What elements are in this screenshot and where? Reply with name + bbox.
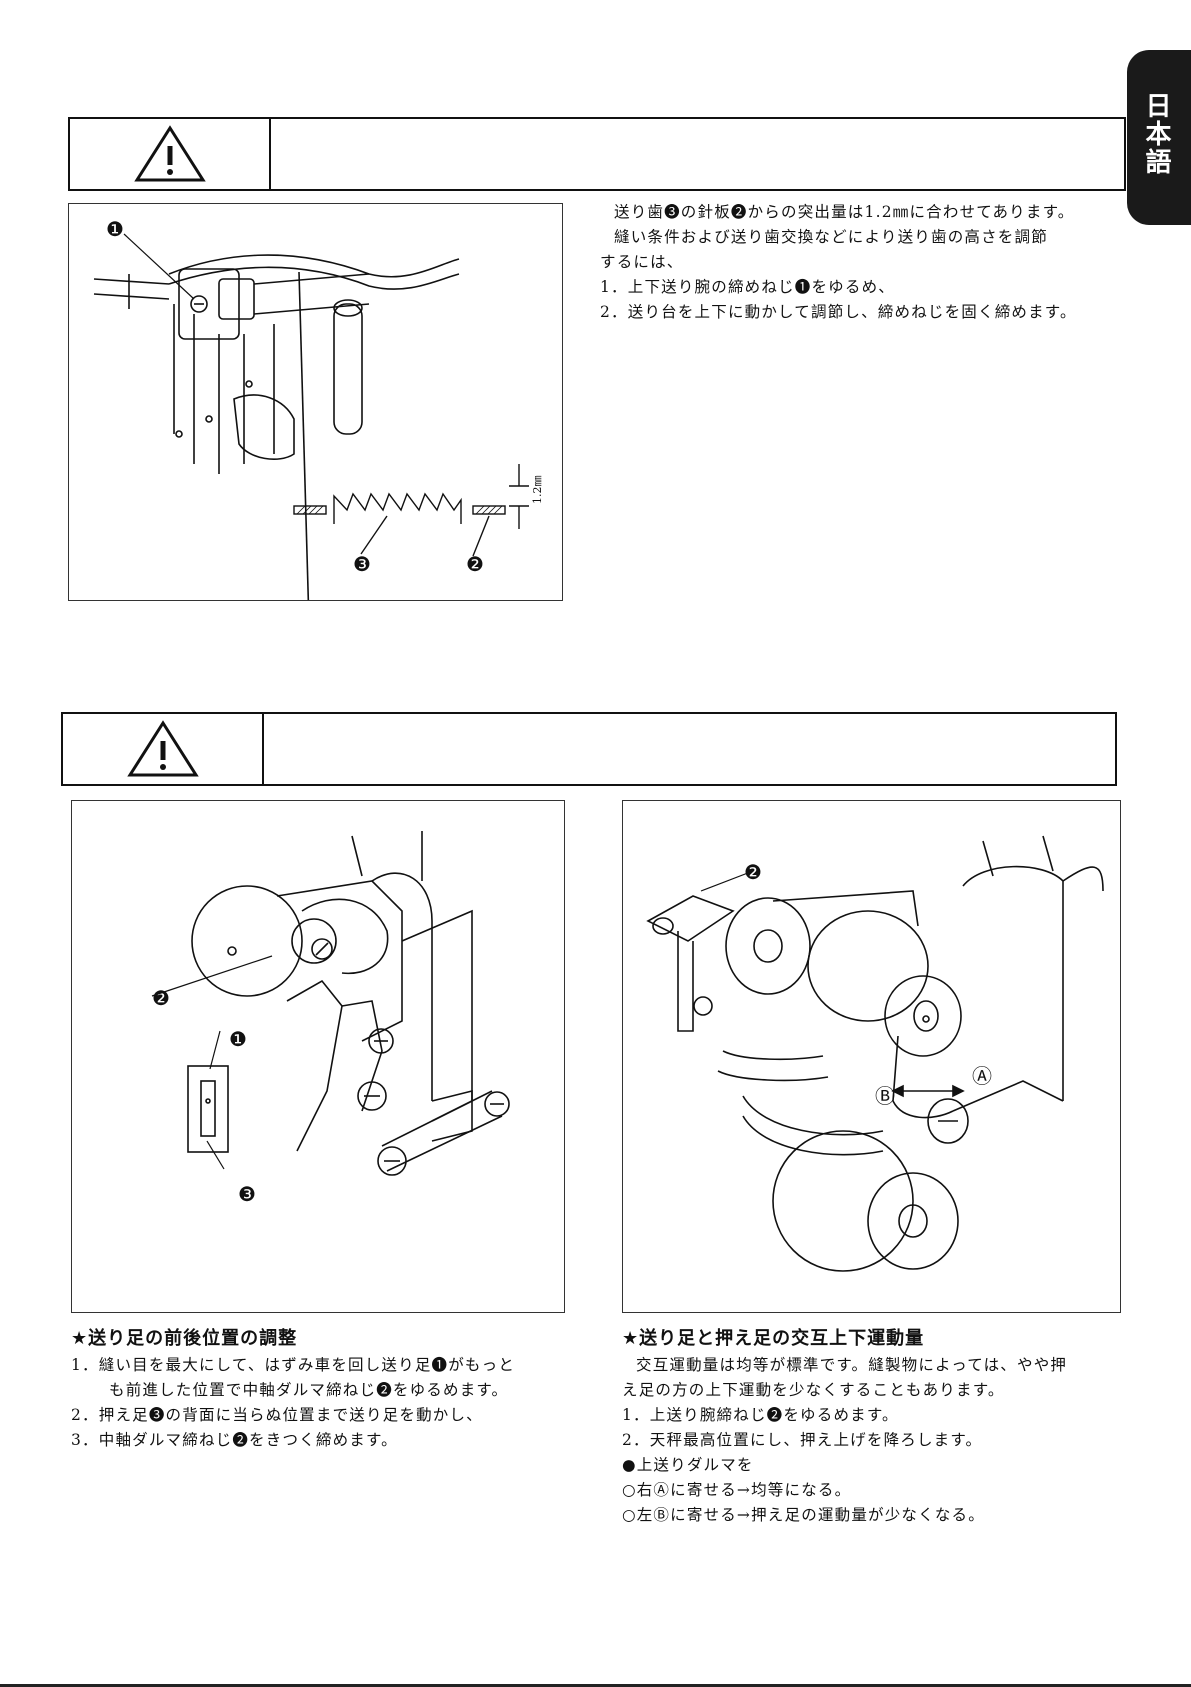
caution-box-1 bbox=[68, 117, 1126, 191]
callout-2: ❷ bbox=[152, 986, 170, 1010]
section-heading: ★送り足の前後位置の調整 bbox=[71, 1328, 298, 1349]
text-line: 縫い条件および送り歯交換などにより送り歯の高さを調節 bbox=[614, 228, 1048, 246]
callout-1: ❶ bbox=[229, 1027, 247, 1051]
feed-dog-illustration bbox=[93, 233, 529, 600]
text-line: ○右Ⓐに寄せる→均等になる。 bbox=[622, 1481, 852, 1499]
alternating-movement-figure: ❷ Ⓐ Ⓑ bbox=[622, 800, 1121, 1313]
warning-triangle-icon bbox=[133, 125, 206, 182]
feed-dog-height-figure: ❶ ❸ ❷ 1.2㎜ bbox=[68, 203, 563, 601]
text-line: ●上送りダルマを bbox=[622, 1456, 754, 1474]
caution-icon-cell bbox=[63, 714, 264, 784]
alternating-movement-illustration bbox=[646, 835, 1104, 1272]
callout-a: Ⓐ bbox=[972, 1064, 992, 1088]
caution-icon-cell bbox=[70, 119, 271, 189]
warning-triangle-icon bbox=[126, 720, 199, 777]
dimension-label: 1.2㎜ bbox=[531, 475, 544, 505]
bottom-rule bbox=[0, 1684, 1191, 1687]
text-line: え足の方の上下運動を少なくすることもあります。 bbox=[622, 1381, 1005, 1399]
callout-2: ❷ bbox=[744, 860, 762, 884]
feed-foot-position-instructions: ★送り足の前後位置の調整 1．縫い目を最大にして、はずみ車を回し送り足❶がもっと… bbox=[71, 1325, 515, 1453]
text-line: ○左Ⓑに寄せる→押え足の運動量が少なくなる。 bbox=[622, 1506, 985, 1524]
text-line: 送り歯❸の針板❷からの突出量は1.2㎜に合わせてあります。 bbox=[614, 203, 1075, 221]
callout-3: ❸ bbox=[353, 552, 371, 576]
text-line: 1．上下送り腕の締めねじ❶をゆるめ、 bbox=[600, 278, 895, 296]
section-heading: ★送り足と押え足の交互上下運動量 bbox=[622, 1328, 925, 1349]
feed-foot-illustration bbox=[151, 831, 510, 1176]
text-line: 交互運動量は均等が標準です。縫製物によっては、やや押 bbox=[636, 1356, 1068, 1374]
text-line: も前進した位置で中軸ダルマ締ねじ❷をゆるめます。 bbox=[109, 1381, 509, 1399]
callout-b: Ⓑ bbox=[875, 1084, 895, 1108]
text-line: 3．中軸ダルマ締ねじ❷をきつく締めます。 bbox=[71, 1431, 398, 1449]
text-line: するには、 bbox=[600, 253, 684, 271]
feed-foot-position-figure: ❷ ❶ ❸ bbox=[71, 800, 565, 1313]
text-line: 2．押え足❸の背面に当らぬ位置まで送り足を動かし、 bbox=[71, 1406, 483, 1424]
callout-1: ❶ bbox=[106, 217, 124, 241]
caution-box-2 bbox=[61, 712, 1117, 786]
text-line: 2．天秤最高位置にし、押え上げを降ろします。 bbox=[622, 1431, 983, 1449]
callout-2: ❷ bbox=[466, 552, 484, 576]
language-tab: 日本語 bbox=[1127, 50, 1191, 225]
callout-3: ❸ bbox=[238, 1182, 256, 1206]
text-line: 1．上送り腕締ねじ❷をゆるめます。 bbox=[622, 1406, 899, 1424]
text-line: 1．縫い目を最大にして、はずみ車を回し送り足❶がもっと bbox=[71, 1356, 516, 1374]
text-line: 2．送り台を上下に動かして調節し、締めねじを固く締めます。 bbox=[600, 303, 1077, 321]
alternating-movement-instructions: ★送り足と押え足の交互上下運動量 交互運動量は均等が標準です。縫製物によっては、… bbox=[622, 1325, 1067, 1528]
language-tab-label: 日本語 bbox=[1141, 92, 1171, 176]
feed-dog-instructions: 送り歯❸の針板❷からの突出量は1.2㎜に合わせてあります。 縫い条件および送り歯… bbox=[600, 200, 1077, 325]
